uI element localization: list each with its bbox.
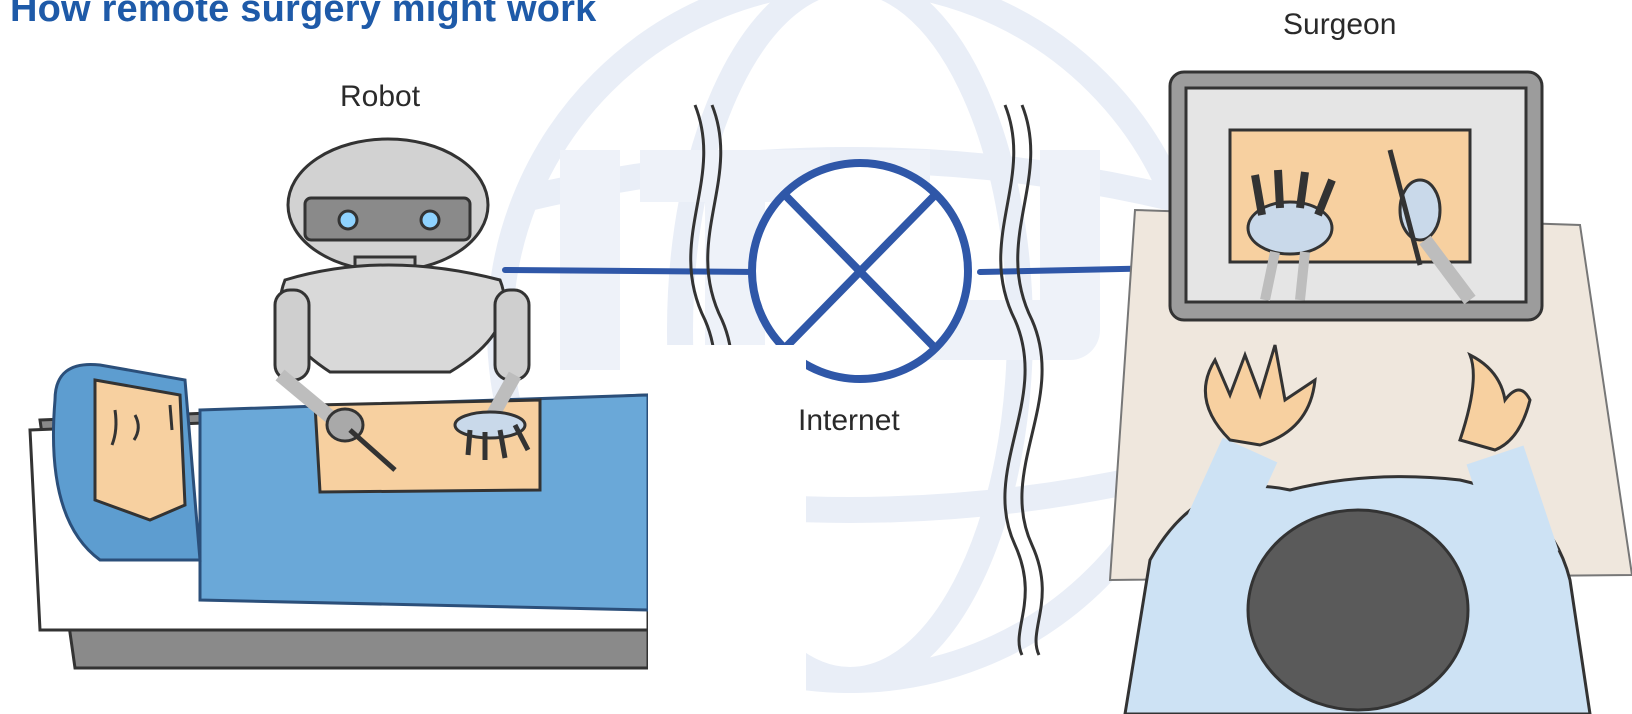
internet-label: Internet bbox=[798, 404, 900, 438]
robot-label: Robot bbox=[340, 80, 420, 114]
monitor bbox=[1170, 72, 1542, 320]
surgeon-label: Surgeon bbox=[1283, 8, 1396, 42]
page-title: How remote surgery might work bbox=[10, 0, 596, 31]
blank-panel bbox=[648, 345, 806, 714]
